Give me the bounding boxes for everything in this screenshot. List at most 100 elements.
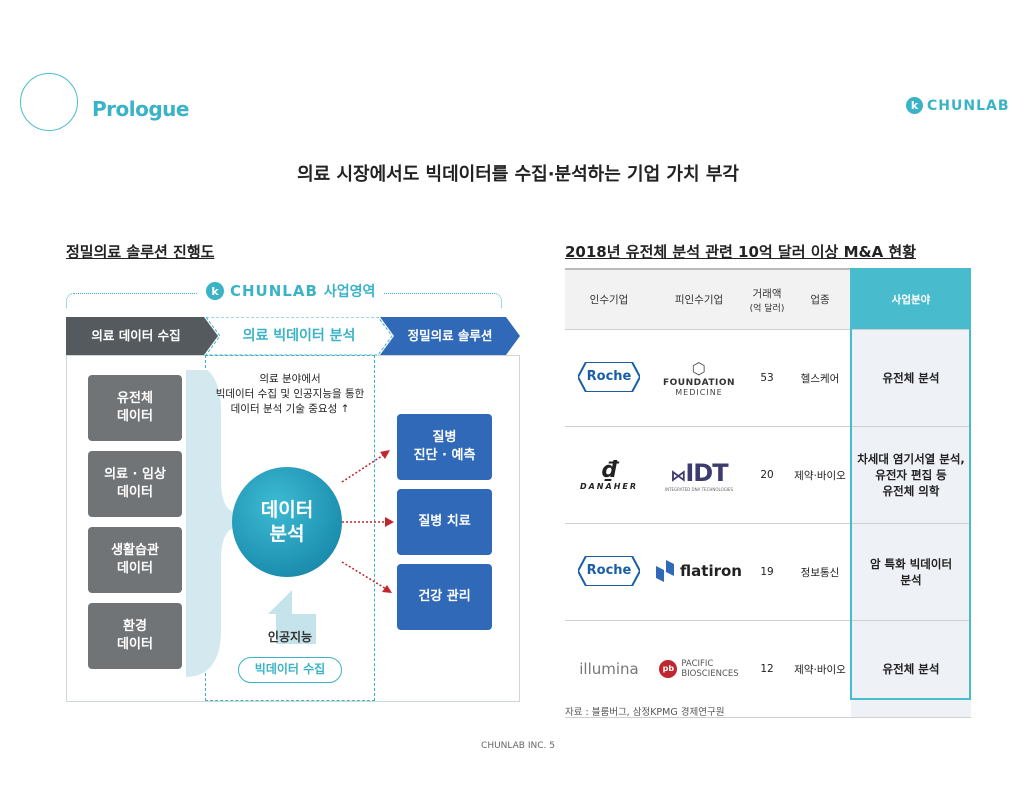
card-line: 건강 관리: [418, 589, 471, 604]
pacbio-mark-icon: pb: [659, 660, 678, 678]
source-note: 자료 : 블룸버그, 삼정KPMG 경제연구원: [565, 707, 725, 718]
stage-arrow-collect: [66, 317, 218, 355]
circle-line: 데이터: [260, 499, 314, 521]
field-line: 암 특화 빅데이터: [869, 557, 953, 571]
outcome-health: 건강 관리: [397, 564, 492, 630]
logo-line: FOUNDATION: [662, 378, 736, 388]
danaher-mark-icon: ₫: [601, 457, 617, 483]
arrow-head-treatment: [385, 517, 394, 527]
field-cell: 암 특화 빅데이터 분석: [851, 523, 971, 621]
field-line: 유전자 편집 등: [875, 468, 947, 482]
right-subtitle: 2018년 유전체 분석 관련 10억 달러 이상 M&A 현황: [565, 243, 917, 261]
upward-arrow-icon: [268, 590, 316, 644]
target-cell: ⬡ FOUNDATION MEDICINE: [653, 329, 745, 427]
card-line: 생활습관: [111, 543, 159, 558]
hexagon-icon: ⬡: [691, 359, 707, 378]
danaher-text: DANAHER: [579, 481, 639, 491]
outcome-treatment: 질병 치료: [397, 489, 492, 555]
logo-line: flatiron: [680, 561, 742, 580]
stage-arrow-solution: [380, 317, 520, 355]
col-target: 피인수기업: [653, 268, 745, 330]
acquirer-cell: ₫DANAHER: [565, 426, 653, 524]
roche-text: Roche: [586, 368, 632, 384]
field-cell: 차세대 염기서열 분석, 유전자 편집 등 유전체 의학: [851, 426, 971, 524]
danaher-logo: ₫DANAHER: [566, 457, 652, 491]
col-amount-unit: (억 달러): [749, 303, 785, 314]
field-line: 유전체 분석: [882, 662, 940, 676]
note-line: 의료 분야에서: [259, 373, 321, 385]
card-line: 데이터: [117, 637, 153, 652]
decorative-circle: [20, 73, 78, 131]
arrow-head-diagnosis: [380, 450, 390, 459]
card-line: 데이터: [117, 561, 153, 576]
logo-line: IDT: [685, 458, 728, 487]
card-line: 질병 치료: [418, 514, 471, 529]
ai-label: 인공지능: [267, 630, 313, 644]
field-line: 유전체 분석: [882, 371, 940, 385]
mna-table: 인수기업 피인수기업 거래액(억 달러) 업종 사업분야 Roche ⬡ FOU…: [565, 268, 971, 718]
col-amount: 거래액(억 달러): [745, 268, 789, 330]
amount-cell: 19: [745, 523, 789, 621]
page-footer: CHUNLAB INC. 5: [481, 741, 555, 751]
acquirer-cell: Roche: [565, 329, 653, 427]
table-header-row: 인수기업 피인수기업 거래액(억 달러) 업종 사업분야: [565, 268, 971, 330]
brand-name: CHUNLAB: [927, 97, 1010, 114]
industry-cell: 제약·바이오: [789, 620, 851, 718]
arrow-to-health: [341, 561, 389, 591]
amount-cell: 53: [745, 329, 789, 427]
bigdata-collection-pill: 빅데이터 수집: [238, 657, 342, 683]
arrow-head-health: [382, 585, 392, 593]
note-line: 빅데이터 수집 및 인공지능을 통한: [215, 388, 365, 400]
business-area-suffix: 사업영역: [323, 284, 376, 300]
field-line: 유전체 의학: [882, 484, 940, 498]
brand-name: CHUNLAB: [230, 282, 318, 300]
amount-cell: 20: [745, 426, 789, 524]
acquirer-cell: Roche: [565, 523, 653, 621]
analysis-note: 의료 분야에서 빅데이터 수집 및 인공지능을 통한 데이터 분석 기술 중요성…: [207, 372, 373, 417]
arrow-to-diagnosis: [341, 451, 389, 483]
field-cell: 유전체 분석: [851, 620, 971, 718]
col-industry: 업종: [789, 268, 851, 330]
stage-label-solution: 정밀의료 솔루션: [407, 328, 493, 343]
roche-logo: Roche: [578, 361, 640, 392]
flatiron-logo: flatiron: [656, 559, 742, 582]
amount-cell: 12: [745, 620, 789, 718]
foundation-medicine-logo: ⬡ FOUNDATION MEDICINE: [654, 359, 744, 397]
table-row: Roche ⬡ FOUNDATION MEDICINE 53 헬스케어 유전체 …: [565, 329, 971, 427]
roche-text: Roche: [586, 562, 632, 578]
roche-logo: Roche: [578, 555, 640, 586]
left-subtitle: 정밀의료 솔루션 진행도: [66, 243, 215, 261]
logo-line: MEDICINE: [675, 388, 723, 397]
card-line: 유전체: [117, 391, 153, 406]
circle-line: 분석: [269, 523, 305, 545]
field-cell: 유전체 분석: [851, 329, 971, 427]
illumina-logo: illumina: [579, 660, 639, 678]
flatiron-mark-icon: [656, 559, 675, 582]
industry-cell: 헬스케어: [789, 329, 851, 427]
industry-cell: 정보통신: [789, 523, 851, 621]
card-line: 데이터: [117, 409, 153, 424]
col-field: 사업분야: [851, 268, 971, 330]
page-headline: 의료 시장에서도 빅데이터를 수집·분석하는 기업 가치 부각: [297, 164, 739, 185]
card-line: 의료 · 임상: [104, 467, 166, 482]
logo-line: BIOSCIENCES: [681, 669, 739, 679]
field-line: 분석: [900, 573, 922, 587]
industry-cell: 제약·바이오: [789, 426, 851, 524]
target-cell: flatiron: [653, 523, 745, 621]
card-line: 데이터: [117, 485, 153, 500]
note-line: 데이터 분석 기술 중요성 ↑: [230, 403, 350, 415]
brand-mark-icon: k: [906, 97, 923, 114]
logo-line: INTEGRATED DNA TECHNOLOGIES: [664, 486, 734, 492]
stage-arrows: [66, 317, 520, 355]
col-acquirer: 인수기업: [565, 268, 653, 330]
acquirer-cell: illumina: [565, 620, 653, 718]
